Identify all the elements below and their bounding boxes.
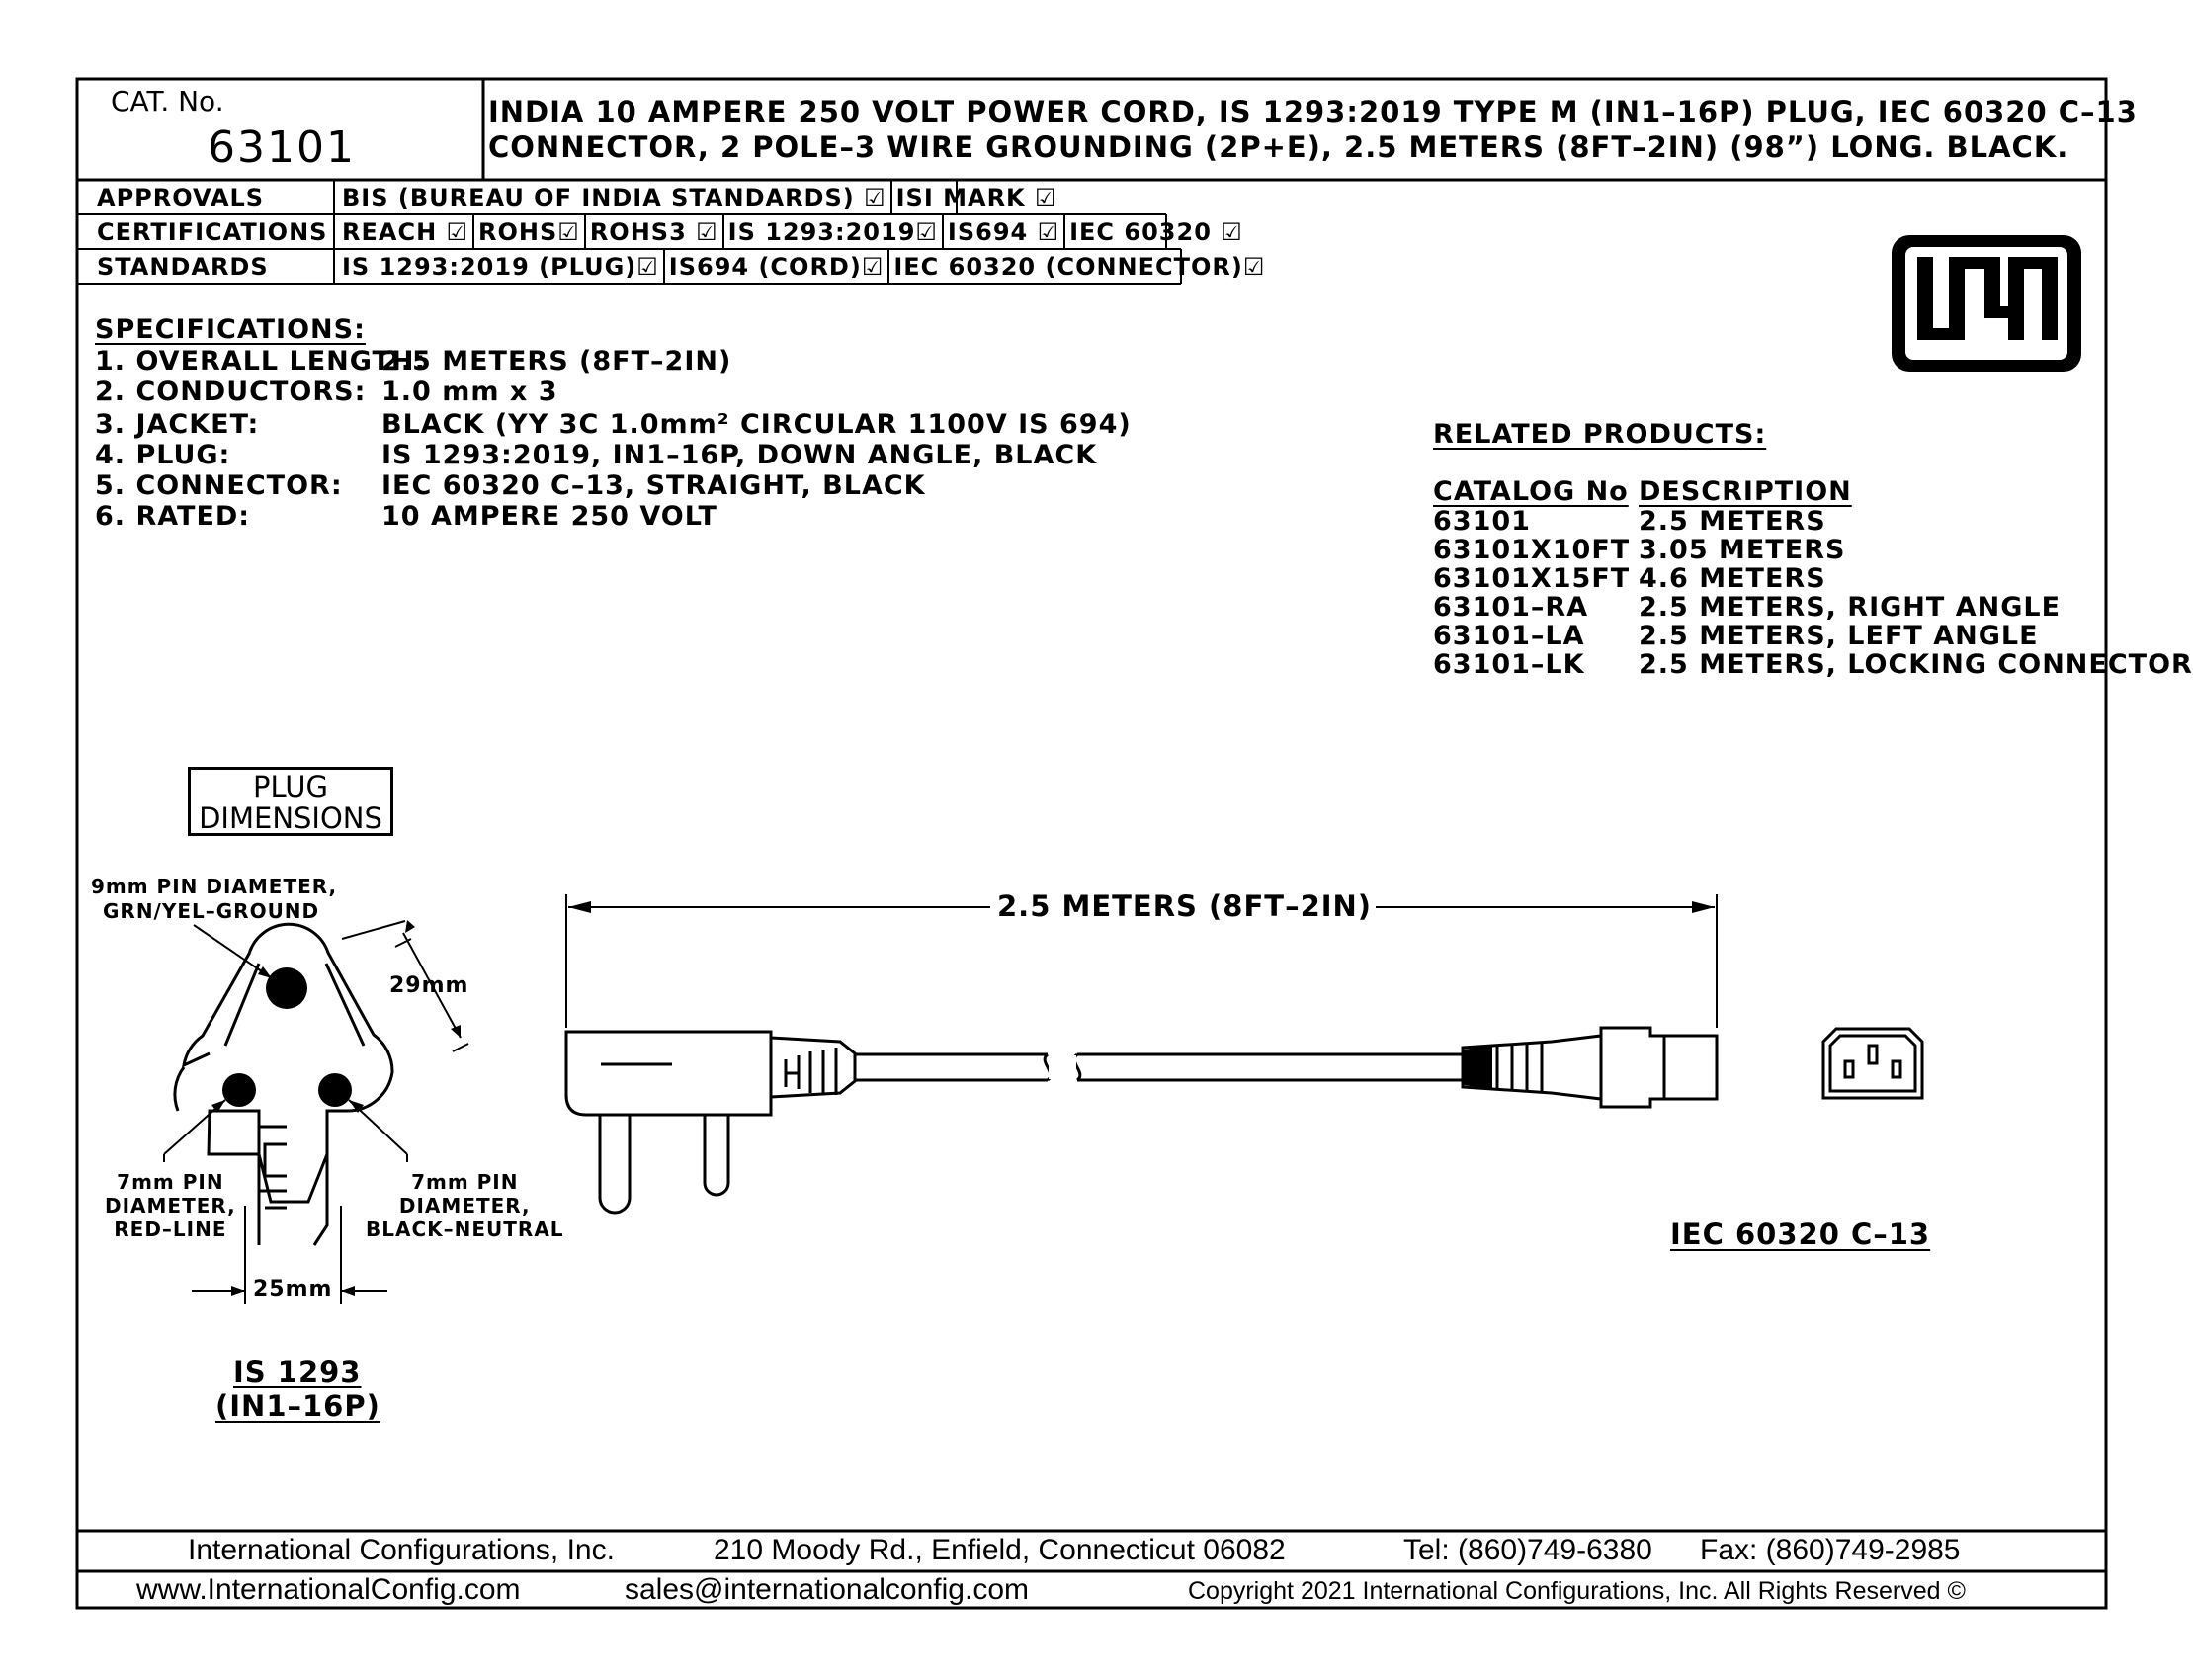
plug-dimensions-line1: PLUG [253,770,328,803]
related-catalog: 63101X10FT [1433,535,1631,565]
neutral-pin-label: 7mm PIN DIAMETER, BLACK–NEUTRAL [366,1170,564,1241]
line-pin-label: 7mm PIN DIAMETER, RED–LINE [105,1170,236,1241]
certifications-items: REACH ☑ROHS☑ROHS3 ☑IS 1293:2019☑IS694 ☑I… [338,215,1247,249]
standards-items: IS 1293:2019 (PLUG)☑IS694 (CORD)☑IEC 603… [338,250,1269,284]
neutral-pin-label-3: BLACK–NEUTRAL [366,1218,564,1241]
checkbox-checked-icon: ☑ [1242,253,1266,281]
related-catalog: 63101 [1433,506,1531,537]
certification-item: IS694 [947,218,1029,246]
plug-outline [182,922,394,1204]
ground-pin-label-1: 9mm PIN DIAMETER, [91,875,338,898]
line-pin-label-2: DIAMETER, [105,1194,236,1218]
neutral-pin-icon [318,1073,352,1107]
spec-value: BLACK (YY 3C 1.0mm² CIRCULAR 1100V IS 69… [381,409,1132,440]
plug-dimensions-line2: DIMENSIONS [199,801,382,835]
spec-label: 1. OVERALL LENGTH: [95,346,427,377]
width-dimension-label: 25mm [251,1277,335,1302]
plug-face-drawing [163,920,469,1304]
checkbox-checked-icon: ☑ [861,253,885,281]
cord-drawing [564,894,1719,1215]
spec-label: 5. CONNECTOR: [95,470,343,501]
specs-heading: SPECIFICATIONS: [95,314,366,345]
checkbox-checked-icon: ☑ [446,218,469,246]
footer-phone: Tel: (860)749-6380 [1403,1534,1652,1566]
cat-label: CAT. No. [111,85,224,118]
approval-item: ISI MARK [895,184,1026,211]
footer-fax: Fax: (860)749-2985 [1700,1534,1961,1566]
footer-copyright: Copyright 2021 International Configurati… [1188,1577,1966,1605]
ground-pin-icon [266,967,307,1009]
connector-caption: IEC 60320 C–13 [1670,1218,1931,1251]
line-pin-label-3: RED–LINE [114,1218,227,1241]
footer-email[interactable]: sales@internationalconfig.com [625,1573,1029,1606]
footer-website[interactable]: www.InternationalConfig.com [136,1573,521,1606]
plug-dimensions-box: PLUG DIMENSIONS [188,767,393,836]
cat-number: 63101 [208,123,356,173]
checkbox-checked-icon: ☑ [1037,218,1060,246]
neutral-pin-label-1: 7mm PIN [411,1170,519,1194]
isi-logo-icon [1892,235,2081,372]
approval-item: BIS (BUREAU OF INDIA STANDARDS) [342,184,855,211]
height-dimension-label: 29mm [389,973,469,998]
certification-item: IS 1293:2019 [727,218,916,246]
standard-item: IS694 (CORD) [668,253,862,281]
related-catalog: 63101X15FT [1433,563,1631,594]
c13-connector-icon [1821,1027,1924,1100]
related-description: 2.5 METERS, LOCKING CONNECTOR [1639,649,2193,680]
footer-company: International Configurations, Inc. [188,1534,615,1566]
spec-value: 2.5 METERS (8FT–2IN) [381,346,732,377]
line-pin-label-1: 7mm PIN [117,1170,224,1194]
related-description: 2.5 METERS [1639,506,1826,537]
checkbox-checked-icon: ☑ [636,253,659,281]
spec-label: 3. JACKET: [95,409,260,440]
plug-body [564,1030,773,1117]
checkbox-checked-icon: ☑ [1221,218,1243,246]
spec-value: 1.0 mm x 3 [381,377,558,407]
related-catalog: 63101–RA [1433,592,1589,623]
spec-label: 6. RATED: [95,501,251,532]
related-catalog: 63101–LA [1433,621,1585,651]
standard-item: IS 1293:2019 (PLUG) [342,253,637,281]
related-description: 2.5 METERS, RIGHT ANGLE [1639,592,2062,623]
related-description: 4.6 METERS [1639,563,1826,594]
approvals-items: BIS (BUREAU OF INDIA STANDARDS) ☑ ISI MA… [338,181,1061,214]
title-line-1: INDIA 10 AMPERE 250 VOLT POWER CORD, IS … [488,95,2138,128]
spec-value: IS 1293:2019, IN1–16P, DOWN ANGLE, BLACK [381,440,1098,470]
checkbox-checked-icon: ☑ [696,218,718,246]
related-description: 2.5 METERS, LEFT ANGLE [1639,621,2039,651]
checkbox-checked-icon: ☑ [557,218,580,246]
plug-caption-2: (IN1–16P) [215,1389,380,1423]
footer-address: 210 Moody Rd., Enfield, Connecticut 0608… [714,1534,1286,1566]
related-catalog: 63101–LK [1433,649,1585,680]
spec-label: 4. PLUG: [95,440,231,470]
certification-item: ROHS3 [589,218,687,246]
title-line-2: CONNECTOR, 2 POLE–3 WIRE GROUNDING (2P+E… [488,130,2069,164]
certification-item: REACH [342,218,438,246]
spec-value: IEC 60320 C–13, STRAIGHT, BLACK [381,470,926,501]
certification-item: IEC 60320 [1069,218,1212,246]
checkbox-checked-icon: ☑ [864,184,886,211]
certification-item: ROHS [478,218,558,246]
plug-caption-1: IS 1293 [233,1355,362,1388]
checkbox-checked-icon: ☑ [1035,184,1057,211]
approvals-label: APPROVALS [97,184,265,211]
related-description: 3.05 METERS [1639,535,1846,565]
line-pin-icon [222,1073,256,1107]
spec-label: 2. CONDUCTORS: [95,377,367,407]
certifications-label: CERTIFICATIONS [97,218,328,246]
checkbox-checked-icon: ☑ [915,218,938,246]
cord-length-label: 2.5 METERS (8FT–2IN) [993,889,1377,923]
standard-item: IEC 60320 (CONNECTOR) [893,253,1243,281]
neutral-pin-label-2: DIAMETER, [398,1194,531,1218]
related-col-description: DESCRIPTION [1639,476,1852,507]
related-col-catalog: CATALOG No [1433,476,1629,507]
spec-value: 10 AMPERE 250 VOLT [381,501,717,532]
ground-pin-label-2: GRN/YEL–GROUND [103,899,320,923]
standards-label: STANDARDS [97,253,269,281]
related-heading: RELATED PRODUCTS: [1433,419,1767,450]
